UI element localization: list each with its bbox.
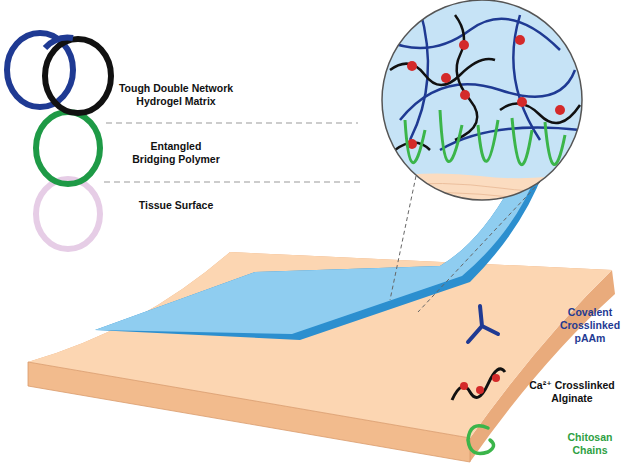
- separator-lines: [104, 123, 360, 182]
- legend-text: Covalent Crosslinked pAAm: [554, 306, 626, 345]
- part-label: Tissue Surface: [111, 199, 241, 212]
- part-label: Tough Double Network Hydrogel Matrix: [111, 82, 241, 108]
- ring-symbols: [7, 33, 111, 249]
- legend-text: Ca²⁺ Crosslinked Alginate: [520, 379, 624, 405]
- zoom-view: [380, 0, 585, 205]
- legend-text: Chitosan Chains: [559, 431, 621, 457]
- part-label: Entangled Bridging Polymer: [128, 140, 224, 166]
- zoom-border: [382, 0, 582, 200]
- legend-symbols: [452, 306, 505, 454]
